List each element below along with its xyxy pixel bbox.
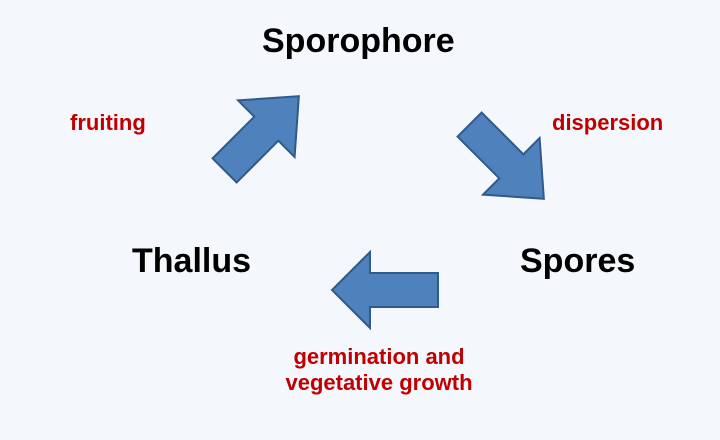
arrow-up-right-icon (211, 95, 300, 184)
node-thallus: Thallus (132, 242, 252, 280)
node-spores: Spores (520, 242, 636, 280)
edge-label-vegetative-growth-line: vegetative growth (285, 370, 473, 396)
edge-label-dispersion: dispersion (552, 110, 664, 135)
node-sporophore: Sporophore (262, 22, 455, 60)
arrow-down-right-icon (456, 111, 545, 200)
edge-label-germination-line: germination and (293, 344, 465, 369)
edge-label-germination-growth: germination and vegetative growth (254, 344, 504, 397)
arrow-left-icon (330, 249, 439, 331)
edge-label-fruiting: fruiting (70, 110, 146, 135)
